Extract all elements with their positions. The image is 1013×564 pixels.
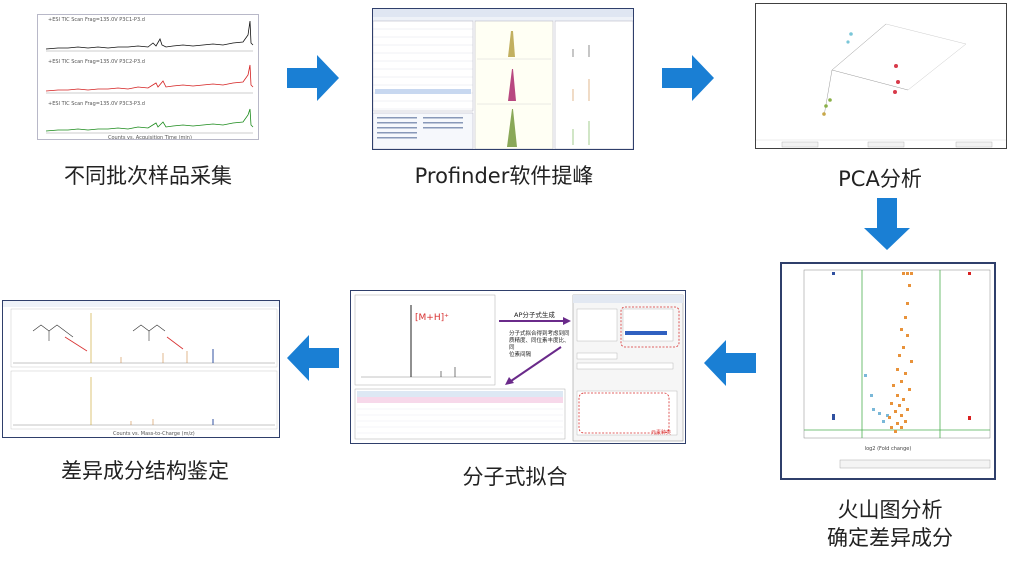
chromatogram-panel: +ESI TIC Scan Frag=135.0V P3C1-P3.d +ESI… <box>37 14 259 140</box>
arrow-2-text: 分子式拟合得到考虑到同 质精度、同位素丰度比、同 位素间隔 <box>509 331 570 358</box>
pca-point <box>828 98 832 102</box>
chromatogram-stack: +ESI TIC Scan Frag=135.0V P3C1-P3.d +ESI… <box>38 15 258 140</box>
volcano-panel: log2 (Fold change) <box>780 262 996 480</box>
pca-point <box>849 32 853 36</box>
pca-point <box>824 104 828 108</box>
step-1-label: 不同批次样品采集 <box>64 164 232 188</box>
peak-3 <box>507 109 517 147</box>
arrow-left-1 <box>704 340 756 386</box>
pca-point <box>894 64 898 68</box>
ion-label: [M+H]⁺ <box>415 313 449 323</box>
pca-panel <box>755 3 1007 149</box>
element-note: 元素种类 <box>651 430 672 436</box>
volcano-plot: log2 (Fold change) <box>803 269 991 469</box>
arrow-right-2 <box>662 55 714 101</box>
trace-green <box>45 108 254 132</box>
pca-point <box>846 40 850 44</box>
pca-point <box>822 112 826 116</box>
molecule-structure <box>32 324 166 341</box>
arrow-down <box>864 198 910 250</box>
step-2-label: Profinder软件提峰 <box>414 164 594 188</box>
peak-2 <box>508 69 516 101</box>
svg-text:Counts vs. Mass-to-Charge (m/z: Counts vs. Mass-to-Charge (m/z) <box>113 431 195 437</box>
svg-text:+ESI TIC Scan Frag=135.0V P3C3: +ESI TIC Scan Frag=135.0V P3C3-P3.d <box>48 101 145 107</box>
svg-text:+ESI TIC Scan Frag=135.0V P3C1: +ESI TIC Scan Frag=135.0V P3C1-P3.d <box>48 17 145 23</box>
structure-panel: Counts vs. Mass-to-Charge (m/z) <box>2 300 280 438</box>
formula-fitting-panel: [M+H]⁺ AP分子式生成 分子式拟合得到考虑到同 质精度、同位素丰度比、同 … <box>350 290 686 444</box>
step-4-label: 火山图分析 确定差异成分 <box>827 498 953 550</box>
msms-spectra: Counts vs. Mass-to-Charge (m/z) <box>3 301 279 437</box>
pca-point <box>893 90 897 94</box>
arrow-1-text: AP分子式生成 <box>514 311 555 319</box>
trace-black <box>45 20 254 50</box>
formula-composite <box>354 294 684 442</box>
peak-1 <box>508 31 515 57</box>
step-6-label: 差异成分结构鉴定 <box>61 459 229 483</box>
trace-red <box>45 64 254 92</box>
arrow-left-2 <box>287 335 339 381</box>
arrow-right-1 <box>287 55 339 101</box>
profinder-panel <box>372 8 634 150</box>
pca-point <box>896 80 900 84</box>
pca-3d-plot <box>756 23 1006 148</box>
svg-text:Counts vs. Acquisition Time (m: Counts vs. Acquisition Time (min) <box>108 135 192 140</box>
svg-text:log2 (Fold change): log2 (Fold change) <box>865 446 912 452</box>
step-3-label: PCA分析 <box>838 167 922 191</box>
svg-text:+ESI TIC Scan Frag=135.0V P3C2: +ESI TIC Scan Frag=135.0V P3C2-P3.d <box>48 59 145 65</box>
profinder-window <box>373 9 633 149</box>
step-5-label: 分子式拟合 <box>462 465 568 489</box>
